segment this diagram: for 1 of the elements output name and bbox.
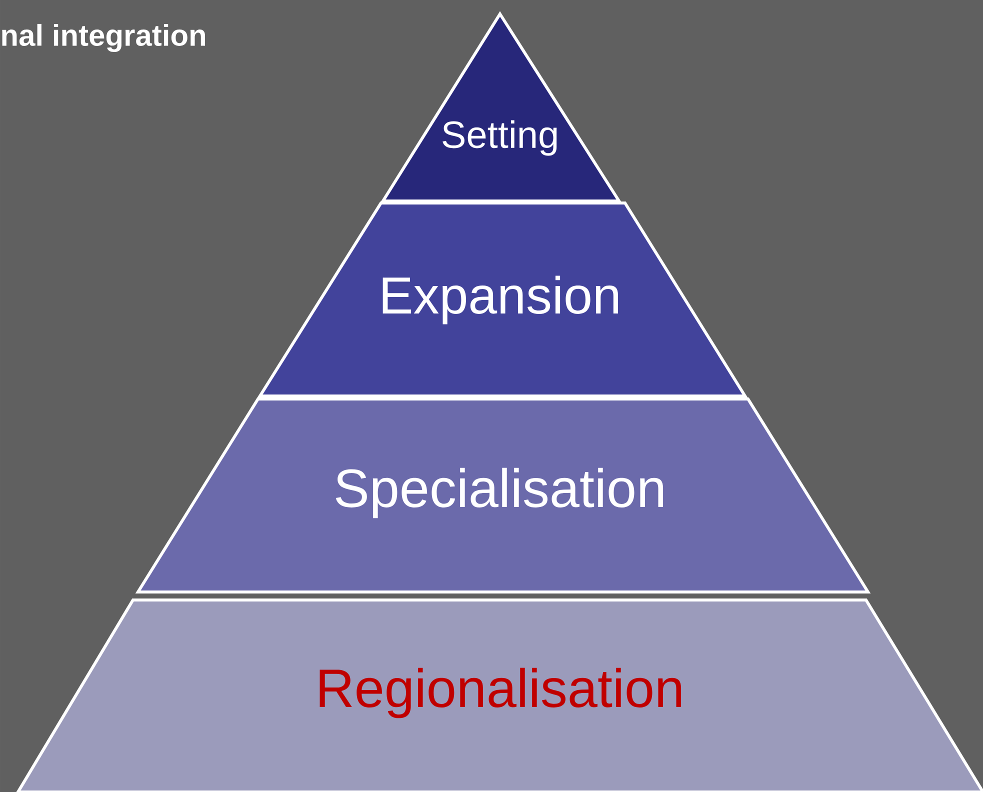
title-text: nal integration [2,24,205,52]
